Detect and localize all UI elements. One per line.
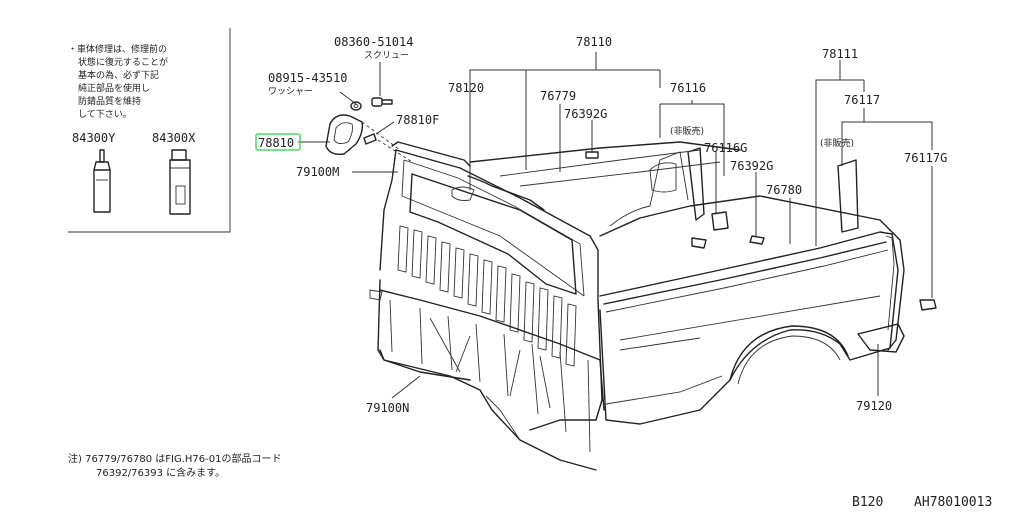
label-08915-43510: 08915-43510 [268, 71, 347, 85]
label-76117: 76117 [844, 93, 880, 107]
label-79120: 79120 [856, 399, 892, 413]
figure-code: AH78010013 [914, 495, 992, 510]
note-line: ・車体修理は、修理前の [68, 43, 167, 55]
label-76117g: 76117G [904, 151, 947, 165]
label-76392g: 76392G [564, 107, 607, 121]
label-79100n: 79100N [366, 401, 409, 415]
label-78111: 78111 [822, 47, 858, 61]
front-panel-ribs [397, 225, 577, 367]
model-code: B120 [852, 495, 883, 510]
label-76116: 76116 [670, 81, 706, 95]
label-76779: 76779 [540, 89, 576, 103]
pillar-cap-icon [711, 211, 729, 231]
spray-can-icon [169, 149, 191, 215]
clip-icon [363, 133, 377, 145]
sealant-tube-icon [93, 149, 111, 213]
label-not-for-sale: (非販売) [820, 137, 854, 149]
label-76780: 76780 [766, 183, 802, 197]
footnote: 注) 76779/76780 はFIG.H76-01の部品コード 76392/7… [68, 452, 281, 479]
note-line: 純正部品を使用し [78, 82, 150, 94]
screw-icon [371, 97, 393, 107]
label-78810f: 78810F [396, 113, 439, 127]
hardware [325, 97, 937, 311]
label-76392g: 76392G [730, 159, 773, 173]
note-line: して下さい。 [78, 109, 132, 120]
note-line: 状態に復元することが [78, 56, 168, 68]
footer: B120 AH78010013 [852, 495, 992, 510]
leader-lines [298, 52, 933, 399]
clip-icon [585, 151, 765, 249]
label-79100m: 79100M [296, 165, 339, 179]
note-line: 基本の為、必ず下記 [78, 69, 159, 81]
fuel-lid-bracket-icon [325, 114, 364, 156]
label-screw: スクリュー [364, 50, 409, 61]
label-78110: 78110 [576, 35, 612, 49]
highlight-box [255, 133, 301, 151]
label-78810: 78810 [258, 136, 294, 150]
footnote-line: 注) 76779/76780 はFIG.H76-01の部品コード [68, 452, 281, 465]
sealant-code: 84300Y [72, 131, 116, 145]
label-washer: ワッシャー [268, 87, 313, 97]
washer-icon [350, 101, 362, 111]
spray-code: 84300X [152, 131, 196, 145]
pillar-trim-icon [837, 159, 859, 233]
label-08360-51014: 08360-51014 [334, 35, 413, 49]
pillar-trim-icon [687, 147, 705, 221]
truck-bed-body [369, 141, 905, 471]
label-78120: 78120 [448, 81, 484, 95]
clip-icon [919, 299, 937, 311]
note-box: ・車体修理は、修理前の 状態に復元することが 基本の為、必ず下記 純正部品を使用… [68, 28, 231, 233]
label-76116g: 76116G [704, 141, 747, 155]
label-not-for-sale: (非販売) [670, 125, 704, 137]
footnote-line: 76392/76393 に含みます。 [96, 466, 225, 479]
part-labels: 08360-51014 スクリュー 08915-43510 ワッシャー 7881… [258, 35, 947, 415]
note-line: 防錆品質を維持 [78, 95, 141, 107]
